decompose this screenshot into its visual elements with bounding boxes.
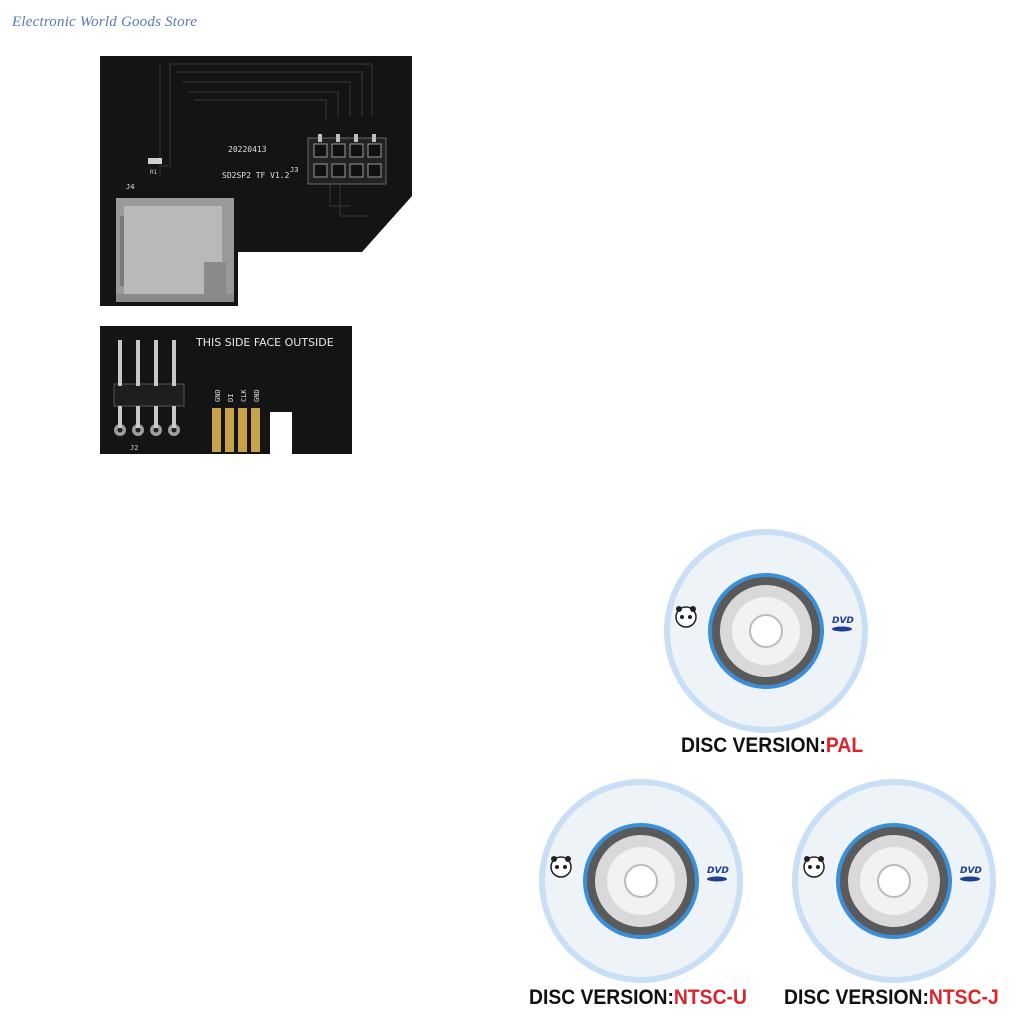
label-r1: R1: [150, 169, 158, 176]
pin-label-clk: CLK: [240, 389, 248, 402]
label-j2: J2: [130, 444, 138, 452]
pin-label-gnd-1: GND: [214, 389, 222, 402]
disc-caption-ntsc-j: DISC VERSION:NTSC-J: [784, 986, 999, 1010]
header-j3: [307, 134, 387, 185]
disc-pal-image: DVD: [664, 529, 868, 733]
panda-icon: [803, 856, 825, 878]
sd2sp2-board-image: 20220413 SD2SP2 TF V1.2 J3 J4 R1: [100, 56, 412, 306]
gold-contacts: [212, 408, 260, 452]
svg-text:DVD: DVD: [960, 866, 982, 876]
dvd-logo-icon: DVD: [960, 866, 982, 882]
disc-version-label: NTSC-J: [928, 986, 999, 1009]
svg-text:DVD: DVD: [832, 616, 854, 626]
tf-card-slot: [116, 198, 234, 302]
disc-caption-prefix: DISC VERSION:: [681, 734, 826, 757]
store-watermark: Electronic World Goods Store: [12, 14, 198, 30]
dvd-logo-icon: DVD: [707, 866, 729, 882]
disc-caption-prefix: DISC VERSION:: [529, 986, 674, 1009]
disc-version-label: NTSC-U: [673, 986, 747, 1009]
disc-version-label: PAL: [825, 734, 864, 757]
sp2-plug-board-image: THIS SIDE FACE OUTSIDE J2 GND DI CLK GND: [100, 326, 352, 454]
svg-text:DVD: DVD: [707, 866, 729, 876]
pin-label-gnd-2: GND: [253, 389, 261, 402]
board-model-label: SD2SP2 TF V1.2: [222, 171, 290, 180]
board-date-code: 20220413: [228, 145, 267, 154]
disc-ntsc-j-image: DVD: [792, 779, 996, 983]
label-j4: J4: [126, 183, 134, 191]
panda-icon: [675, 606, 697, 628]
label-j3: J3: [290, 166, 298, 174]
dvd-logo-icon: DVD: [832, 616, 854, 632]
board-notice: THIS SIDE FACE OUTSIDE: [195, 336, 334, 349]
panda-icon: [550, 856, 572, 878]
disc-ntsc-u-image: DVD: [539, 779, 743, 983]
pin-label-di: DI: [227, 394, 235, 402]
disc-caption-ntsc-u: DISC VERSION:NTSC-U: [529, 986, 747, 1010]
disc-caption-pal: DISC VERSION:PAL: [681, 734, 863, 758]
disc-caption-prefix: DISC VERSION:: [784, 986, 929, 1009]
pin-header-j2: [113, 340, 185, 436]
